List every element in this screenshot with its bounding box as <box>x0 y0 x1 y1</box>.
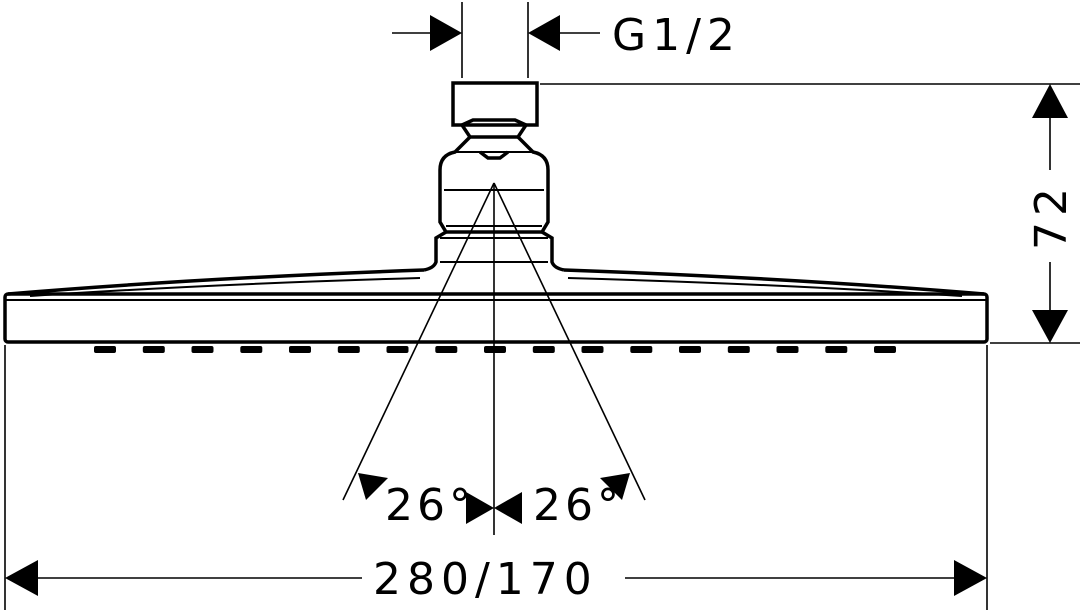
height-label: 72 <box>1026 182 1077 250</box>
nozzle <box>776 346 799 353</box>
nozzle <box>94 346 116 353</box>
nozzle <box>484 346 506 353</box>
spray-plate <box>3 292 989 344</box>
thread-arrow-left <box>430 15 462 51</box>
nozzle <box>532 346 555 353</box>
housing-notch <box>478 150 510 160</box>
height-arrow-top <box>1032 84 1068 118</box>
width-arrow-left <box>5 560 38 596</box>
width-arrow-right <box>954 560 987 596</box>
nozzle <box>337 346 360 353</box>
thread-dimension: G1/2 <box>392 2 741 78</box>
nozzle <box>142 346 165 353</box>
nozzle <box>581 346 604 353</box>
connector-nut <box>451 81 539 127</box>
angle-arrow-right-outer <box>600 473 630 500</box>
nut-chamfer <box>459 118 529 139</box>
thread-arrow-right <box>528 15 560 51</box>
shower-head-body <box>3 81 989 353</box>
nozzle <box>386 346 409 353</box>
nozzle-row <box>94 346 896 353</box>
neck-right <box>541 230 565 272</box>
height-arrow-bottom <box>1032 310 1068 343</box>
angle-label-right: 26° <box>533 480 623 531</box>
nozzle <box>825 346 848 353</box>
nozzle <box>289 346 311 353</box>
spray-line-right <box>493 182 646 501</box>
spray-angle-lines: 26° 26° <box>342 182 646 535</box>
plate-dome-left <box>7 268 425 296</box>
angle-arrow-right-inner <box>494 492 522 524</box>
height-dimension: 72 <box>540 83 1080 344</box>
spray-line-left <box>342 182 495 501</box>
angle-arrow-left-inner <box>466 492 494 524</box>
nozzle <box>435 346 458 353</box>
plate-dome-right <box>563 268 985 296</box>
thread-label: G1/2 <box>612 10 741 61</box>
nozzle <box>679 346 701 353</box>
width-dimension: 280/170 <box>4 345 988 610</box>
nozzle <box>874 346 896 353</box>
nozzle <box>630 346 653 353</box>
nozzle <box>191 346 214 353</box>
width-label: 280/170 <box>373 554 598 605</box>
angle-arrow-left-outer <box>358 473 388 500</box>
nozzle <box>240 346 263 353</box>
neck-left <box>423 230 447 272</box>
nozzle <box>727 346 750 353</box>
angle-label-left: 26° <box>385 480 475 531</box>
